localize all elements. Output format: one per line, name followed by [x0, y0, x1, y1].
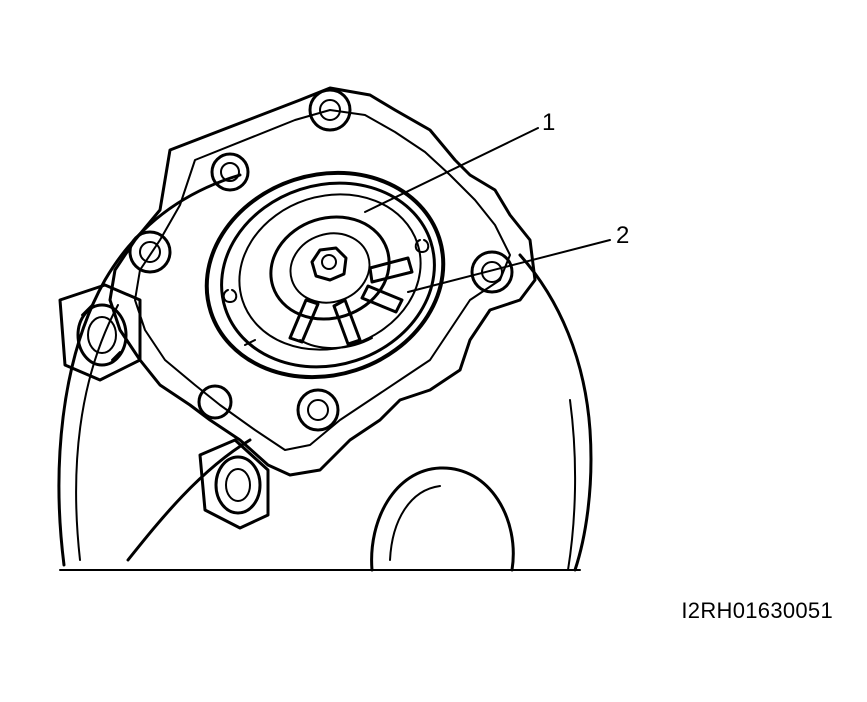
bolt-lug-left [128, 230, 172, 274]
lower-left-arc [126, 438, 252, 562]
cover-ring [204, 170, 446, 380]
housing-shell [57, 173, 593, 572]
leader-line-2 [407, 239, 611, 293]
leader-line-1 [364, 127, 539, 213]
reed-fingers [288, 256, 414, 350]
bolt-lug-bottom [296, 388, 340, 432]
mounting-flange [108, 86, 537, 477]
ring-clips [222, 239, 430, 346]
valve-disc [269, 215, 391, 321]
side-port-lower [198, 438, 270, 530]
center-nut [310, 246, 348, 282]
bolt-lug-top [308, 88, 352, 132]
bolt-lug-lower-left [197, 384, 233, 420]
bolt-lug-upper-left [210, 152, 250, 192]
figure-code: I2RH01630051 [681, 598, 833, 623]
bottom-bore [370, 466, 515, 572]
callout-label-2: 2 [616, 222, 629, 249]
callout-label-1: 1 [542, 109, 555, 136]
